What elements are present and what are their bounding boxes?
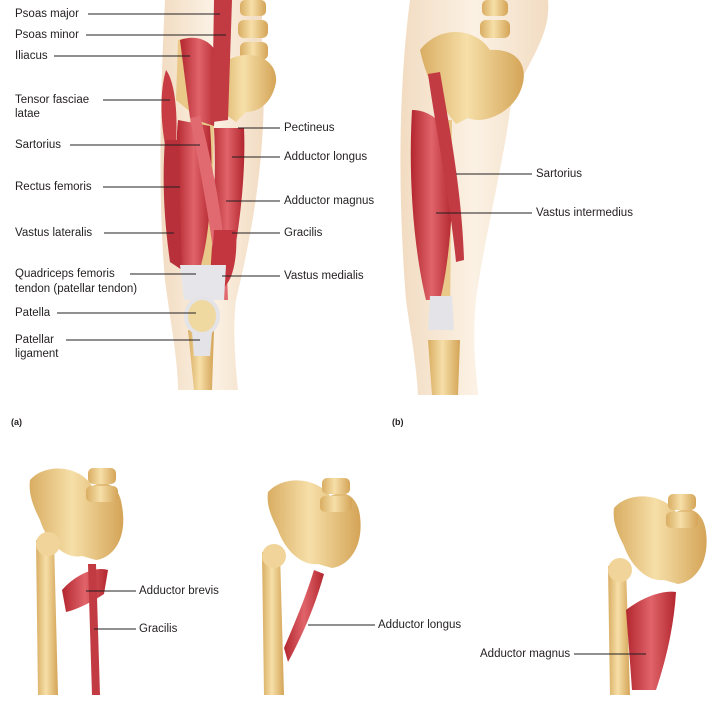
adductor-brevis-muscle: [62, 568, 108, 612]
panel-a-illustration: [160, 0, 277, 390]
label-psoas-major: Psoas major: [15, 8, 79, 20]
label-adductor-brevis: Adductor brevis: [139, 585, 219, 597]
label-tensor-fasciae-latae-line1: Tensor fasciae: [15, 94, 90, 106]
femur-c: [36, 540, 58, 695]
knee-tendon-b: [428, 296, 454, 330]
psoas-muscle: [212, 0, 232, 122]
tfl-muscle: [161, 70, 177, 150]
label-adductor-longus-d: Adductor longus: [378, 619, 462, 631]
label-patella: Patella: [15, 307, 51, 319]
label-sartorius-b: Sartorius: [536, 168, 583, 180]
panel-label-b: (b): [392, 417, 404, 427]
spine-c: [86, 468, 118, 502]
pelvis-b: [420, 31, 524, 125]
label-adductor-magnus-e: Adductor magnus: [480, 648, 571, 660]
label-patellar-ligament-line1: Patellar: [15, 334, 54, 346]
label-sartorius: Sartorius: [15, 139, 62, 151]
label-rectus-femoris: Rectus femoris: [15, 181, 92, 193]
leader-lines: [54, 13, 646, 655]
panel-c-illustration: [29, 468, 124, 695]
spine-a: [238, 0, 268, 60]
spine-d: [320, 478, 352, 512]
label-quadriceps-tendon-line2: tendon (patellar tendon): [15, 283, 138, 295]
panel-d-illustration: [262, 478, 361, 695]
panel-e-illustration: [608, 494, 707, 695]
adductor-longus-muscle: [284, 570, 324, 662]
label-gracilis-c: Gracilis: [139, 623, 178, 635]
panel-label-a: (a): [11, 417, 22, 427]
label-patellar-ligament-line2: ligament: [15, 348, 59, 360]
vastus-lateralis-muscle: [163, 140, 182, 270]
patella-bone: [184, 296, 220, 336]
label-adductor-longus-a: Adductor longus: [284, 151, 368, 163]
label-vastus-intermedius: Vastus intermedius: [536, 207, 633, 219]
label-iliacus: Iliacus: [15, 50, 48, 62]
label-tensor-fasciae-latae-line2: latae: [15, 108, 40, 120]
panel-b-illustration: [400, 0, 549, 395]
adductor-magnus-muscle: [626, 591, 676, 690]
femur-d: [262, 552, 284, 695]
label-adductor-magnus-a: Adductor magnus: [284, 195, 375, 207]
label-quadriceps-tendon-line1: Quadriceps femoris: [15, 268, 115, 280]
femur-e: [608, 566, 630, 695]
pelvis-a: [216, 54, 277, 122]
quad-tendon: [180, 265, 226, 300]
patellar-ligament-shape: [192, 332, 212, 356]
tibia-b: [428, 340, 460, 395]
label-psoas-minor: Psoas minor: [15, 29, 79, 41]
sartorius-b-muscle: [428, 72, 464, 262]
spine-e: [666, 494, 698, 528]
label-pectineus: Pectineus: [284, 122, 335, 134]
label-gracilis-a: Gracilis: [284, 227, 323, 239]
label-vastus-medialis: Vastus medialis: [284, 270, 364, 282]
spine-b: [480, 0, 510, 38]
label-vastus-lateralis: Vastus lateralis: [15, 227, 93, 239]
iliacus-muscle: [180, 37, 218, 127]
